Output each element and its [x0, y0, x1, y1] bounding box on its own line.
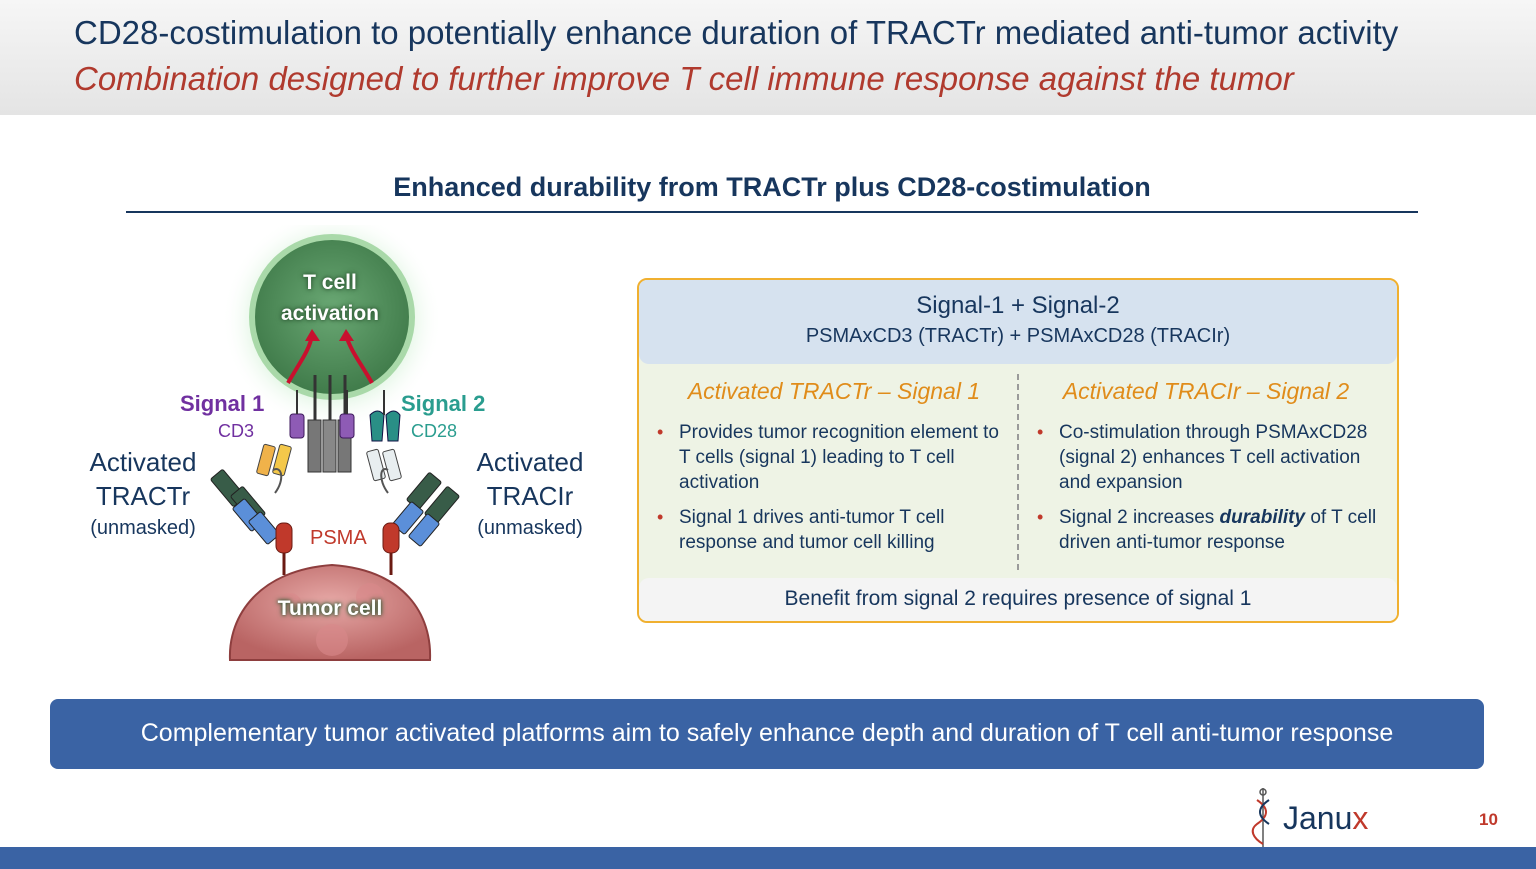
page-subtitle: Combination designed to further improve …	[74, 60, 1294, 97]
right-label-tracir: TRACIr	[486, 481, 574, 511]
right-bullet-2-emphasis: durability	[1219, 507, 1306, 528]
right-bullet-2: Signal 2 increases durability of T cell …	[1037, 505, 1377, 555]
psma-antigen-icon	[275, 522, 293, 554]
cd28-label: CD28	[411, 421, 458, 441]
right-bullet-2-post: of T cell driven anti-tumor response	[1059, 507, 1377, 553]
left-label-activated: Activated	[89, 447, 197, 477]
page-title: CD28-costimulation to potentially enhanc…	[74, 14, 1399, 51]
section-title: Enhanced durability from TRACTr plus CD2…	[393, 172, 1151, 202]
left-label-tractr: TRACTr	[95, 481, 191, 511]
cd28-receptor-icon	[369, 410, 385, 442]
signal2-label: Signal 2	[401, 391, 486, 416]
cd3-label: CD3	[218, 421, 255, 441]
tcell-icon	[249, 234, 415, 400]
signal-box-footer-text: Benefit from signal 2 requires presence …	[784, 587, 1252, 610]
tumor-cell-label: Tumor cell	[277, 597, 383, 620]
psma-antigen-icon-2	[382, 522, 400, 554]
page-number: 10	[1479, 810, 1498, 829]
signal-box-footer: Benefit from signal 2 requires presence …	[639, 578, 1397, 621]
right-column-bullets: Co-stimulation through PSMAxCD28 (signal…	[1037, 420, 1377, 565]
left-label-unmasked: (unmasked)	[90, 517, 196, 539]
left-bullet-2: Signal 1 drives anti-tumor T cell respon…	[657, 505, 1007, 555]
janux-logo-text: Janux	[1283, 800, 1369, 836]
signal-box-header: Signal-1 + Signal-2 PSMAxCD3 (TRACTr) + …	[639, 280, 1397, 364]
footer-bar	[0, 847, 1536, 869]
right-bullet-2-pre: Signal 2 increases	[1059, 507, 1220, 528]
arrow-up-icon	[305, 329, 320, 341]
arrow-up-icon-2	[339, 329, 354, 341]
conclusion-banner: Complementary tumor activated platforms …	[50, 699, 1484, 769]
signal1-label: Signal 1	[180, 391, 265, 416]
cd3-receptor-icon-2	[339, 413, 355, 439]
mechanism-diagram: T cell activation Signal 1 CD3 Signal 2 …	[70, 210, 600, 665]
cd3-receptor-icon	[289, 413, 305, 439]
tcell-label-line1: T cell	[303, 271, 357, 294]
right-label-unmasked: (unmasked)	[477, 517, 583, 539]
right-column-heading: Activated TRACIr – Signal 2	[1062, 378, 1350, 404]
right-label-activated: Activated	[476, 447, 584, 477]
signal-box: Signal-1 + Signal-2 PSMAxCD3 (TRACTr) + …	[637, 278, 1399, 623]
psma-label: PSMA	[310, 527, 367, 549]
column-divider	[1017, 374, 1019, 570]
section-divider	[126, 211, 1418, 213]
janux-logo: Janux	[1245, 786, 1395, 852]
signal-box-title: Signal-1 + Signal-2	[916, 292, 1120, 319]
tcell-label-line2: activation	[280, 302, 380, 325]
right-bullet-1: Co-stimulation through PSMAxCD28 (signal…	[1037, 420, 1377, 495]
left-column-bullets: Provides tumor recognition element to T …	[657, 420, 1007, 565]
janux-helix-icon	[1251, 788, 1270, 850]
header-band	[0, 0, 1536, 115]
left-bullet-1: Provides tumor recognition element to T …	[657, 420, 1007, 495]
left-column-heading: Activated TRACTr – Signal 1	[687, 378, 981, 404]
mechanism-illustration	[210, 210, 460, 661]
conclusion-banner-text: Complementary tumor activated platforms …	[140, 719, 1394, 747]
signal-box-subtitle: PSMAxCD3 (TRACTr) + PSMAxCD28 (TRACIr)	[805, 325, 1231, 347]
